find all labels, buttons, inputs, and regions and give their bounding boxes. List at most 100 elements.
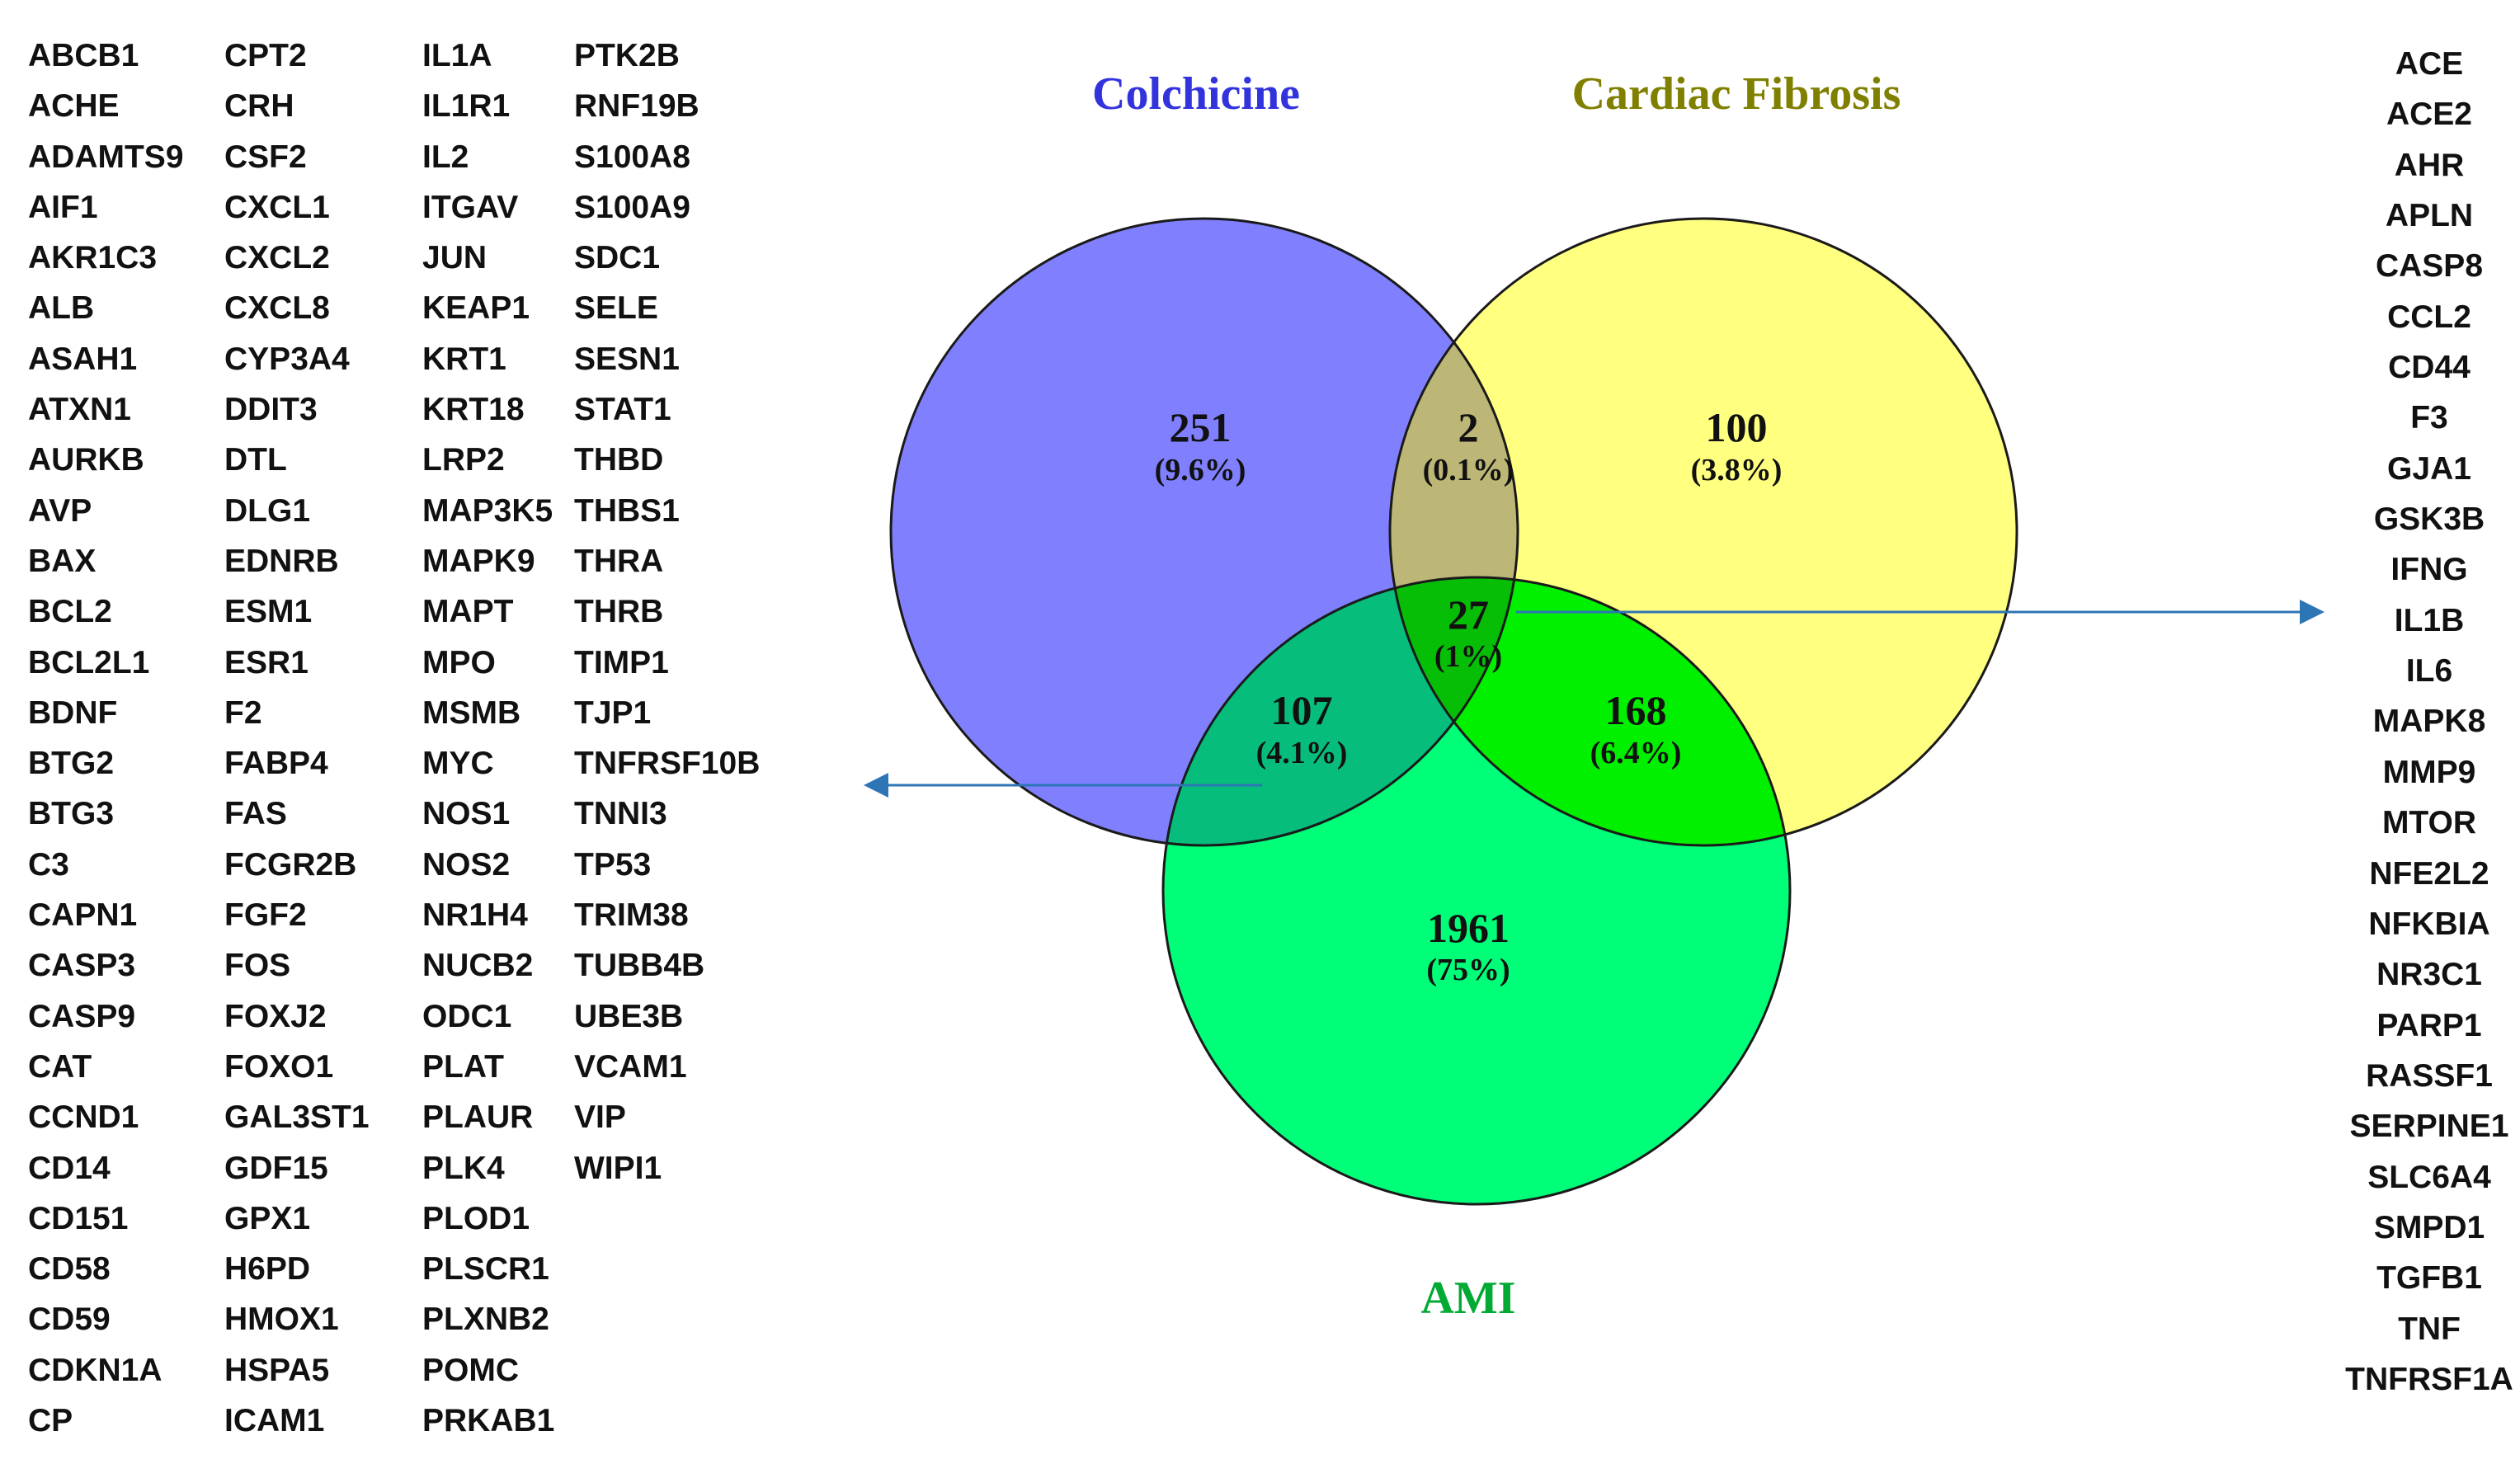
gene-item: ALB — [28, 290, 95, 327]
gene-item: PLSCR1 — [422, 1251, 549, 1287]
gene-item: ITGAV — [422, 189, 519, 225]
gene-item: BCL2L1 — [28, 644, 150, 680]
gene-item: NOS1 — [422, 796, 511, 832]
gene-item: CRH — [224, 88, 294, 125]
gene-item: CXCL1 — [224, 189, 330, 225]
fibrosis-only-pct: (3.8%) — [1691, 453, 1783, 487]
gene-item: DLG1 — [224, 492, 311, 529]
gene-item: SESN1 — [574, 341, 680, 377]
all-three-pct: (1%) — [1434, 639, 1502, 674]
gene-item: GPX1 — [224, 1200, 311, 1236]
gene-item: GSK3B — [2373, 501, 2485, 538]
gene-item: CYP3A4 — [224, 341, 350, 377]
gene-item: MAPT — [422, 594, 514, 630]
gene-item: TUBB4B — [574, 948, 705, 984]
colchicine-ami-pct: (4.1%) — [1256, 736, 1348, 770]
gene-item: CD151 — [28, 1200, 129, 1236]
gene-item: ESR1 — [224, 644, 309, 680]
colchicine-only-count: 251 — [1170, 404, 1232, 450]
gene-item: GJA1 — [2387, 450, 2471, 487]
fibrosis-ami-overlap — [1390, 577, 1790, 845]
gene-item: IL1R1 — [422, 88, 511, 125]
gene-item: DDIT3 — [224, 392, 318, 428]
gene-item: CAT — [28, 1048, 92, 1085]
gene-item: FCGR2B — [224, 846, 357, 883]
gene-item: SERPINE1 — [2349, 1109, 2509, 1145]
gene-item: F2 — [224, 694, 262, 731]
gene-item: ATXN1 — [28, 392, 131, 428]
gene-item: AURKB — [28, 442, 144, 478]
gene-item: F3 — [2410, 400, 2448, 436]
gene-item: RASSF1 — [2366, 1057, 2493, 1094]
gene-item: THRB — [574, 594, 664, 630]
gene-item: DTL — [224, 442, 287, 478]
gene-item: IFNG — [2390, 552, 2468, 588]
gene-item: IL2 — [422, 139, 469, 175]
gene-item: CDKN1A — [28, 1352, 163, 1388]
gene-item: CXCL8 — [224, 290, 330, 327]
gene-item: ODC1 — [422, 998, 512, 1034]
gene-item: CSF2 — [224, 139, 307, 175]
gene-item: PARP1 — [2376, 1007, 2482, 1043]
fibrosis-outline — [1388, 217, 2018, 847]
gene-item: TRIM38 — [574, 897, 689, 934]
gene-item: ESM1 — [224, 594, 313, 630]
gene-item: FAS — [224, 796, 287, 832]
gene-item: ADAMTS9 — [28, 139, 184, 175]
gene-item: BAX — [28, 543, 97, 579]
gene-item: TNFRSF10B — [574, 746, 761, 782]
gene-item: LRP2 — [422, 442, 505, 478]
gene-item: CP — [28, 1403, 73, 1439]
gene-item: HSPA5 — [224, 1352, 330, 1388]
gene-item: HMOX1 — [224, 1302, 339, 1338]
gene-item: AKR1C3 — [28, 240, 158, 276]
gene-item: PLXNB2 — [422, 1302, 549, 1338]
gene-item: NUCB2 — [422, 948, 534, 984]
gene-item: GAL3ST1 — [224, 1099, 370, 1136]
gene-item: CAPN1 — [28, 897, 138, 934]
gene-item: BCL2 — [28, 594, 112, 630]
gene-item: AHR — [2394, 147, 2465, 183]
gene-item: THBD — [574, 442, 664, 478]
gene-item: RNF19B — [574, 88, 699, 125]
gene-item: NR1H4 — [422, 897, 528, 934]
gene-item: PLOD1 — [422, 1200, 530, 1236]
ami-only-pct: (75%) — [1426, 953, 1510, 987]
gene-item: ABCB1 — [28, 38, 139, 73]
gene-item: THBS1 — [574, 492, 680, 529]
gene-item: ASAH1 — [28, 341, 138, 377]
gene-item: IL1B — [2394, 602, 2465, 638]
ami-only-count: 1961 — [1427, 905, 1510, 951]
gene-item: CD44 — [2388, 350, 2471, 386]
gene-item: CCL2 — [2387, 299, 2471, 335]
colchicine-outline — [889, 217, 1519, 847]
gene-item: CASP9 — [28, 998, 136, 1034]
gene-item: CD59 — [28, 1302, 111, 1338]
gene-item: BTG2 — [28, 746, 115, 782]
colchicine-ami-overlap — [1163, 577, 1518, 845]
gene-item: POMC — [422, 1352, 519, 1388]
gene-item: PLAUR — [422, 1099, 534, 1136]
gene-item: TNNI3 — [574, 796, 667, 832]
gene-item: CPT2 — [224, 38, 307, 73]
gene-item: FOS — [224, 948, 291, 984]
gene-item: FGF2 — [224, 897, 307, 934]
all-three-count: 27 — [1448, 591, 1489, 638]
gene-item: WIPI1 — [574, 1150, 662, 1186]
fibrosis-only-count: 100 — [1706, 404, 1768, 450]
gene-item: AIF1 — [28, 189, 98, 225]
gene-item: BDNF — [28, 694, 118, 731]
gene-item: SELE — [574, 290, 658, 327]
gene-item: AVP — [28, 492, 92, 529]
gene-item: VIP — [574, 1099, 626, 1136]
gene-item: STAT1 — [574, 392, 671, 428]
gene-item: TJP1 — [574, 694, 652, 731]
fibrosis-ami-count: 168 — [1605, 687, 1667, 733]
gene-item: MSMB — [422, 694, 521, 731]
gene-item: MMP9 — [2382, 754, 2476, 790]
gene-item: CD14 — [28, 1150, 111, 1186]
